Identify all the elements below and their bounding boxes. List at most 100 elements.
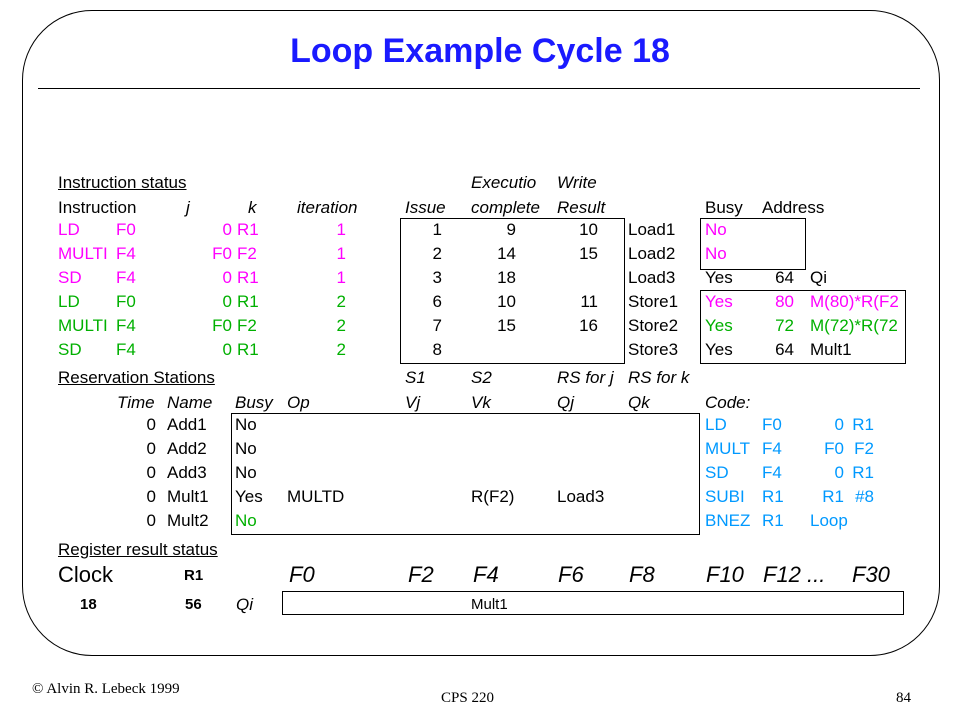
buffer-address: 72 <box>775 316 794 335</box>
rs-busy: No <box>235 463 257 482</box>
rs-busy: No <box>235 511 257 530</box>
hdr-issue: Issue <box>405 198 446 217</box>
instr-k: F2 <box>237 316 257 335</box>
hdr-complete: complete <box>471 198 540 217</box>
rs-time: 0 <box>146 487 156 506</box>
code-token: F2 <box>854 439 874 458</box>
instr-issue: 2 <box>432 244 442 263</box>
instr-k: F2 <box>237 244 257 263</box>
buffer-value: Mult1 <box>810 340 852 359</box>
code-token: R1 <box>852 415 874 434</box>
buffer-busy: No <box>705 220 727 239</box>
instr-j: 0 <box>222 292 232 311</box>
qi-f4-value: Mult1 <box>471 596 508 613</box>
code-token: SD <box>705 463 729 482</box>
hdr-iteration: iteration <box>297 198 358 217</box>
hdr-address: Address <box>762 198 825 217</box>
buffer-value: Qi <box>810 268 827 287</box>
instr-op: SD <box>58 268 82 287</box>
rs-label: Reservation Stations <box>58 368 215 387</box>
instr-op: MULTI <box>58 244 108 263</box>
instr-iteration: 2 <box>336 340 346 359</box>
buffer-address: 64 <box>775 268 794 287</box>
store-box <box>700 290 906 364</box>
instr-iteration: 1 <box>336 268 346 287</box>
qi-box <box>282 591 904 615</box>
rs-time: 0 <box>146 463 156 482</box>
register-name: F6 <box>558 562 584 587</box>
code-token: R1 <box>852 463 874 482</box>
buffer-busy: Yes <box>705 268 733 287</box>
buffer-value: M(80)*R(F2 <box>810 292 899 311</box>
rs-hdr-vk: Vk <box>471 393 491 412</box>
rs-time: 0 <box>146 439 156 458</box>
instr-exec-complete: 14 <box>497 244 516 263</box>
rs-hdr-busy: Busy <box>235 393 273 412</box>
instr-dst: F4 <box>116 268 136 287</box>
r1-value: 56 <box>185 596 202 613</box>
rs-hdr-qj: Qj <box>557 393 574 412</box>
instr-issue: 1 <box>432 220 442 239</box>
slide-frame <box>22 10 940 656</box>
instr-dst: F0 <box>116 292 136 311</box>
buffer-busy: Yes <box>705 292 733 311</box>
hdr-k: k <box>248 198 257 217</box>
instr-issue: 3 <box>432 268 442 287</box>
code-token: SUBI <box>705 487 745 506</box>
register-name: F0 <box>289 562 315 587</box>
instr-exec-complete: 15 <box>497 316 516 335</box>
instr-dst: F4 <box>116 340 136 359</box>
instr-op: SD <box>58 340 82 359</box>
buffer-name: Load1 <box>628 220 676 239</box>
rs-name: Mult1 <box>167 487 209 506</box>
code-token: 0 <box>834 415 844 434</box>
footer-course: CPS 220 <box>441 690 494 706</box>
code-token: LD <box>705 415 727 434</box>
instr-dst: F0 <box>116 220 136 239</box>
register-name: F4 <box>473 562 499 587</box>
register-name: F10 <box>706 562 744 587</box>
instr-issue: 7 <box>432 316 442 335</box>
code-token: 0 <box>834 463 844 482</box>
rs-name: Mult2 <box>167 511 209 530</box>
register-name: F30 <box>852 562 890 587</box>
clock-value: 18 <box>80 596 97 613</box>
instr-timing-box <box>400 218 625 364</box>
buffer-address: 64 <box>775 340 794 359</box>
hdr-result: Result <box>557 198 606 217</box>
instr-dst: F4 <box>116 316 136 335</box>
instr-op: LD <box>58 292 80 311</box>
rs-vk: R(F2) <box>471 487 515 506</box>
instr-iteration: 1 <box>336 220 346 239</box>
buffer-busy: No <box>705 244 727 263</box>
instr-write-result: 11 <box>580 292 598 311</box>
buffer-name: Load2 <box>628 244 676 263</box>
instr-iteration: 1 <box>336 244 346 263</box>
rs-name: Add3 <box>167 463 207 482</box>
instr-k: R1 <box>237 220 259 239</box>
buffer-name: Store2 <box>628 316 679 335</box>
instr-op: LD <box>58 220 80 239</box>
instr-k: R1 <box>237 292 259 311</box>
instr-status-label: Instruction status <box>58 173 187 192</box>
buffer-name: Store3 <box>628 340 679 359</box>
write-header-top: Write <box>557 173 597 192</box>
rs-name: Add1 <box>167 415 207 434</box>
code-token: F0 <box>762 415 782 434</box>
code-token: R1 <box>762 487 784 506</box>
r1-label: R1 <box>184 567 204 584</box>
load-busy-box <box>700 218 806 270</box>
hdr-j: j <box>186 198 190 217</box>
rs-hdr-qk: Qk <box>628 393 650 412</box>
buffer-address: 80 <box>775 292 794 311</box>
buffer-busy: Yes <box>705 316 733 335</box>
rs-hdr-vj: Vj <box>405 393 421 412</box>
qi-label: Qi <box>236 595 253 614</box>
instr-write-result: 10 <box>579 220 598 239</box>
rs-time: 0 <box>146 415 156 434</box>
code-token: R1 <box>762 511 784 530</box>
clock-label: Clock <box>58 562 114 587</box>
instr-issue: 6 <box>432 292 442 311</box>
instr-j: F0 <box>212 316 232 335</box>
instr-j: F0 <box>212 244 232 263</box>
